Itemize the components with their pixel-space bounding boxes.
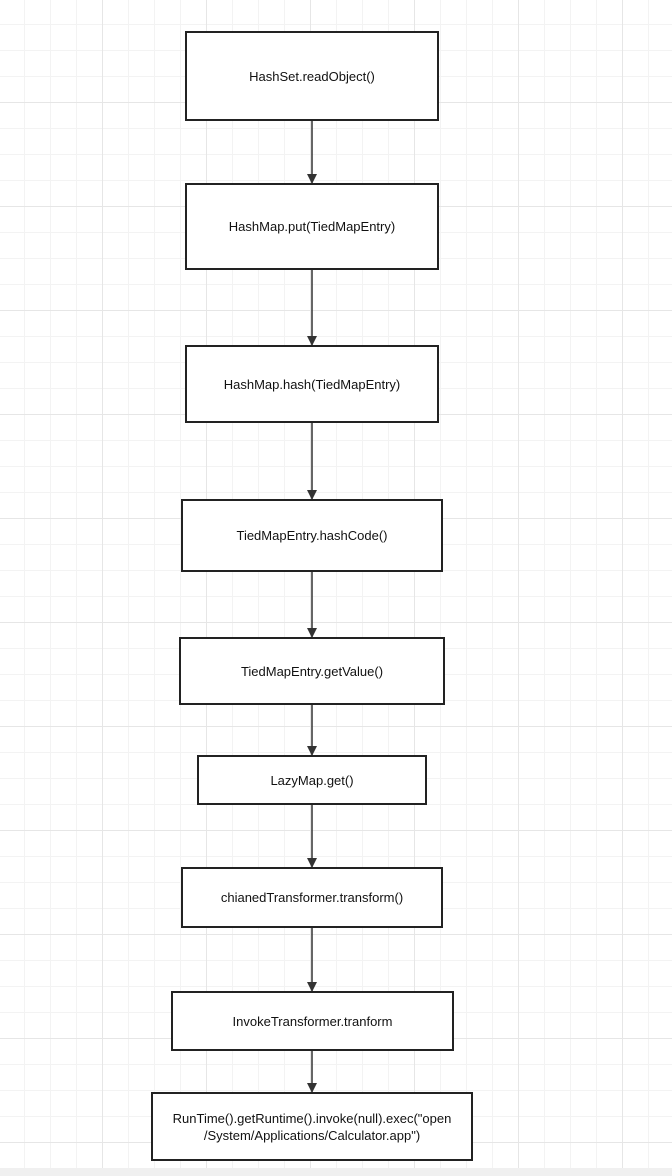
- canvas-bottom-band: [0, 1168, 672, 1176]
- node-chainedtransformer-transform[interactable]: chianedTransformer.transform(): [181, 867, 443, 928]
- node-tiedmapentry-getvalue[interactable]: TiedMapEntry.getValue(): [179, 637, 445, 705]
- node-invoketransformer-transform[interactable]: InvokeTransformer.tranform: [171, 991, 454, 1051]
- node-lazymap-get[interactable]: LazyMap.get(): [197, 755, 427, 805]
- node-hashset-readobject[interactable]: HashSet.readObject(): [185, 31, 439, 121]
- node-hashmap-put[interactable]: HashMap.put(TiedMapEntry): [185, 183, 439, 270]
- node-hashmap-hash[interactable]: HashMap.hash(TiedMapEntry): [185, 345, 439, 423]
- node-tiedmapentry-hashcode[interactable]: TiedMapEntry.hashCode(): [181, 499, 443, 572]
- node-runtime-exec[interactable]: RunTime().getRuntime().invoke(null).exec…: [151, 1092, 473, 1161]
